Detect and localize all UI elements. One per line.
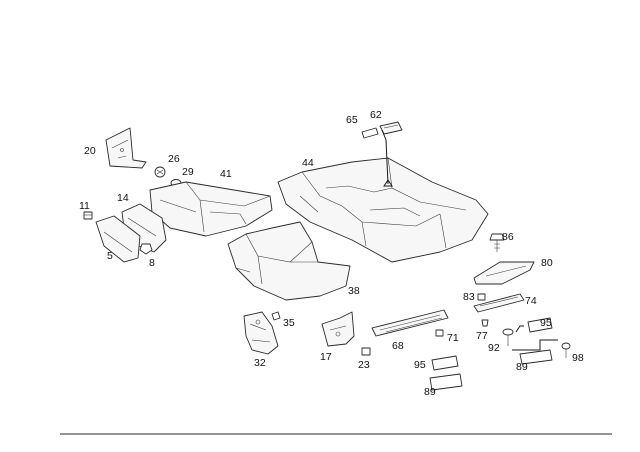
part-11-clip xyxy=(83,211,93,220)
part-68-sill-plate xyxy=(371,309,449,337)
callout-83: 83 xyxy=(463,291,475,303)
part-92-bolt xyxy=(502,328,514,346)
callout-38: 38 xyxy=(348,285,360,297)
callout-11: 11 xyxy=(79,200,90,212)
callout-35: 35 xyxy=(283,317,295,329)
callout-86: 86 xyxy=(502,231,514,243)
part-41-footwell-liner xyxy=(149,181,273,237)
callout-5: 5 xyxy=(107,250,113,262)
callout-14: 14 xyxy=(117,192,129,204)
callout-89-right: 89 xyxy=(516,361,528,373)
part-8-nut xyxy=(139,243,153,255)
part-5-insulation-pad xyxy=(95,215,141,263)
callout-68: 68 xyxy=(392,340,404,352)
callout-62: 62 xyxy=(370,109,382,121)
callout-32: 32 xyxy=(254,357,266,369)
part-98-screw xyxy=(561,342,571,358)
callout-74: 74 xyxy=(525,295,537,307)
part-35-clip xyxy=(271,311,281,321)
part-80-sill-trim xyxy=(473,261,535,285)
callout-95-right: 95 xyxy=(540,317,552,329)
callout-71: 71 xyxy=(447,332,459,344)
callout-65: 65 xyxy=(346,114,358,126)
callout-44: 44 xyxy=(302,157,314,169)
callout-20: 20 xyxy=(84,145,96,157)
part-26-clip xyxy=(154,166,166,178)
callout-26: 26 xyxy=(168,153,180,165)
callout-labels: 20 26 29 41 11 14 5 8 44 65 62 86 80 38 … xyxy=(79,109,584,398)
callout-41: 41 xyxy=(220,168,232,180)
part-23-block xyxy=(361,347,371,356)
callout-77: 77 xyxy=(476,330,488,342)
callout-29: 29 xyxy=(182,166,194,178)
part-44-floor-carpet xyxy=(277,157,489,263)
callout-98: 98 xyxy=(572,352,584,364)
part-38-rear-liner xyxy=(227,221,351,301)
part-74-threshold-strip xyxy=(473,293,525,313)
part-20-bracket-plate xyxy=(105,127,147,169)
part-71-clip xyxy=(435,329,444,337)
part-65-cover xyxy=(361,127,379,139)
part-95-pad-right xyxy=(527,317,553,333)
part-83-clip xyxy=(477,293,486,301)
callout-95-lower: 95 xyxy=(414,359,426,371)
part-17-side-bracket xyxy=(321,311,355,347)
callout-80: 80 xyxy=(541,257,553,269)
part-95-pad-lower xyxy=(431,355,459,371)
callout-92: 92 xyxy=(488,342,500,354)
leader-lines xyxy=(381,129,558,351)
callout-8: 8 xyxy=(149,257,155,269)
callout-17: 17 xyxy=(320,351,332,363)
callout-89-lower: 89 xyxy=(424,386,436,398)
part-89-pad-lower xyxy=(429,373,463,391)
part-86-screw xyxy=(489,233,505,252)
callout-23: 23 xyxy=(358,359,370,371)
part-77-screw xyxy=(481,319,489,327)
part-32-support-bracket xyxy=(243,311,279,355)
part-89-pad-right xyxy=(519,349,553,365)
